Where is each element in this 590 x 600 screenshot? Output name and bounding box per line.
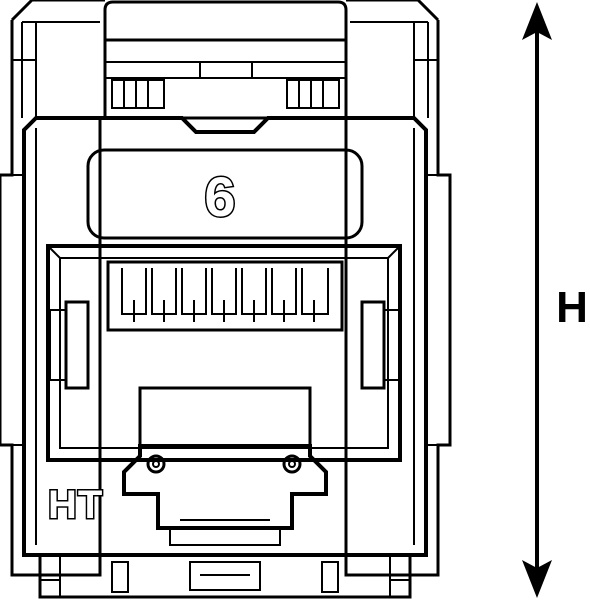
jack-opening: [46, 244, 402, 462]
right-grip-ribs: [286, 79, 340, 109]
height-dimension: H: [522, 2, 588, 598]
left-screw-icon: [146, 454, 166, 474]
arrow-up-icon: [522, 2, 552, 40]
outer-frame: [0, 0, 452, 577]
contact-pins: [106, 260, 344, 332]
left-grip-ribs: [111, 79, 165, 109]
brand-mark: HT: [48, 483, 103, 527]
top-latch: [103, 0, 348, 120]
category-mark: 6: [204, 165, 235, 228]
main-housing: [22, 116, 428, 557]
lower-latch: [122, 444, 328, 546]
arrow-down-icon: [522, 560, 552, 598]
dimension-label: H: [556, 283, 588, 332]
right-screw-icon: [282, 454, 302, 474]
category-label-window: 6: [86, 148, 364, 240]
bottom-clips: [38, 553, 412, 599]
